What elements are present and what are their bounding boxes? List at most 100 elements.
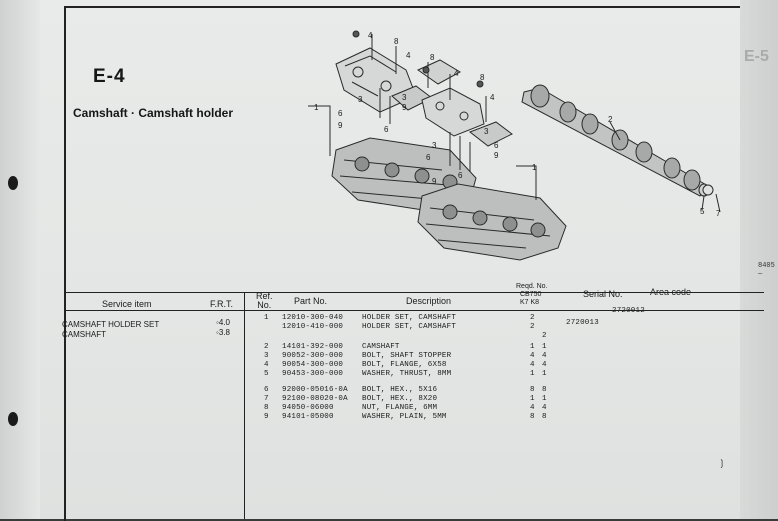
- bolts: [352, 30, 487, 172]
- binder-ring: [8, 412, 18, 426]
- header-serial-no: Serial No.: [583, 289, 623, 299]
- part-description: CAMSHAFT: [362, 343, 400, 351]
- qty-k7: 1: [530, 395, 535, 403]
- part-description: HOLDER SET, CAMSHAFT: [362, 323, 457, 331]
- serial-number: 2720013: [566, 319, 599, 327]
- part-number: 90453-300-000: [282, 370, 344, 378]
- section-code: E-4: [93, 66, 126, 87]
- qty-k8: 4: [542, 361, 547, 369]
- qty-k8: 1: [542, 343, 547, 351]
- camshaft-holder-lower: [421, 87, 513, 147]
- part-ref-no: 5: [264, 370, 269, 378]
- header-description: Description: [406, 296, 452, 306]
- callout-3: 3: [358, 95, 363, 104]
- camshaft: [521, 84, 710, 197]
- part-number: 14101-392-000: [282, 343, 344, 351]
- part-number: 94050-06000: [282, 404, 334, 412]
- callout-9: 9: [338, 121, 343, 130]
- part-description: WASHER, THRUST, 8MM: [362, 370, 452, 378]
- callout-3: 3: [484, 127, 489, 136]
- callout-1: 1: [314, 103, 319, 112]
- part-description: BOLT, SHAFT STOPPER: [362, 352, 452, 360]
- qty-k8: 4: [542, 404, 547, 412]
- qty-k8: 8: [542, 413, 547, 421]
- service-item-name: CAMSHAFT HOLDER SET: [62, 320, 160, 329]
- qty-k7: 1: [530, 343, 535, 351]
- qty-k7: 4: [530, 361, 535, 369]
- callout-6: 6: [426, 153, 431, 162]
- part-ref-no: 6: [264, 386, 269, 394]
- service-item-frt: ◦3.8: [216, 328, 230, 337]
- callout-4: 4: [454, 69, 459, 78]
- part-ref-no: 9: [264, 413, 269, 421]
- callout-6: 6: [384, 125, 389, 134]
- service-item-name: CAMSHAFT: [62, 330, 106, 339]
- part-ref-no: 3: [264, 352, 269, 360]
- qty-k7: 2: [530, 323, 535, 331]
- callout-8: 8: [430, 53, 435, 62]
- drawing-code: 8405—: [758, 262, 775, 278]
- part-number: 90054-300-000: [282, 361, 344, 369]
- callout-8: 8: [394, 37, 399, 46]
- callout-4: 4: [406, 51, 411, 60]
- service-item-frt: ◦4.0: [216, 318, 230, 327]
- part-number: 92100-08020-0A: [282, 395, 348, 403]
- part-number: 12010-300-040: [282, 314, 344, 322]
- header-service-item: Service item: [102, 299, 152, 309]
- part-number: 92000-05016-0A: [282, 386, 348, 394]
- column-divider: [244, 292, 245, 519]
- qty-k8: 2: [542, 332, 547, 340]
- qty-k7: 8: [530, 386, 535, 394]
- qty-k8: 4: [542, 352, 547, 360]
- header-ref-no: Ref. No.: [256, 291, 273, 310]
- callout-6: 6: [458, 171, 463, 180]
- header-reqd-no: Reqd. No.: [516, 283, 548, 290]
- part-description: BOLT, FLANGE, 6X58: [362, 361, 447, 369]
- callout-2: 2: [608, 115, 613, 124]
- previous-page-edge: [0, 0, 41, 519]
- binder-ring: [8, 176, 18, 190]
- callout-9: 9: [402, 103, 407, 112]
- part-ref-no: 4: [264, 361, 269, 369]
- callout-9: 9: [494, 151, 499, 160]
- serial-number: 2720012: [612, 307, 645, 315]
- qty-k8: 1: [542, 370, 547, 378]
- part-number: 12010-410-000: [282, 323, 344, 331]
- part-ref-no: 8: [264, 404, 269, 412]
- part-description: HOLDER SET, CAMSHAFT: [362, 314, 457, 322]
- qty-k8: 8: [542, 386, 547, 394]
- callout-3: 3: [432, 141, 437, 150]
- callout-9: 9: [432, 177, 437, 186]
- header-frt: F.R.T.: [210, 299, 234, 309]
- callout-8: 8: [480, 73, 485, 82]
- part-description: NUT, FLANGE, 6MM: [362, 404, 438, 412]
- callout-3: 3: [402, 93, 407, 102]
- exploded-diagram: 4 8 4 8 4 8 4 1 6 3 9 3 6 9 3 6 9 3 6 9 …: [308, 30, 721, 261]
- page-frame: [64, 6, 766, 521]
- qty-k7: 4: [530, 404, 535, 412]
- part-description: BOLT, HEX., 5X16: [362, 386, 438, 394]
- header-variants: K7 K8: [520, 299, 540, 306]
- part-ref-no: 7: [264, 395, 269, 403]
- callout-5: 5: [700, 207, 705, 216]
- qty-k7: 2: [530, 314, 535, 322]
- next-page-edge: E-5: [740, 0, 778, 519]
- qty-k7: 1: [530, 370, 535, 378]
- callout-4: 4: [490, 93, 495, 102]
- table-header-rule: [64, 310, 764, 311]
- part-ref-no: 2: [264, 343, 269, 351]
- callout-4: 4: [368, 31, 373, 40]
- header-model: CB750: [520, 291, 542, 298]
- part-number: 94101-05000: [282, 413, 334, 421]
- part-description: BOLT, HEX., 8X20: [362, 395, 438, 403]
- qty-k8: 1: [542, 395, 547, 403]
- header-part-no: Part No.: [294, 296, 328, 306]
- callout-1: 1: [532, 163, 537, 172]
- callout-7: 7: [716, 209, 721, 218]
- pencil-mark: ❳: [718, 458, 726, 468]
- next-section-code: E-5: [744, 48, 769, 65]
- table-top-rule: [64, 292, 764, 293]
- callout-6: 6: [494, 141, 499, 150]
- callout-6: 6: [338, 109, 343, 118]
- part-ref-no: 1: [264, 314, 269, 322]
